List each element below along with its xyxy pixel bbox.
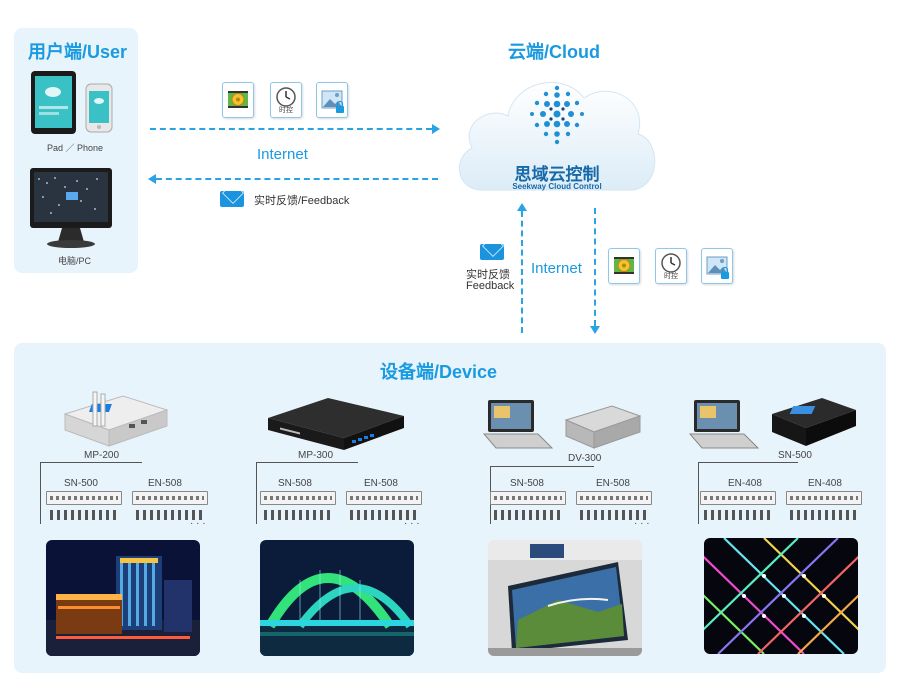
pc-label: 电脑/PC xyxy=(58,256,92,266)
ellipsis: · · · xyxy=(634,518,650,529)
right-box xyxy=(132,491,208,505)
film-reel-icon-v xyxy=(608,248,640,284)
tablet-phone-image xyxy=(31,71,113,134)
left-box xyxy=(490,491,566,505)
cloud-title: 云端/Cloud xyxy=(508,42,600,62)
timer-caption-v: 时控 xyxy=(664,273,678,280)
mail-icon xyxy=(220,191,244,207)
user-title: 用户端/User xyxy=(28,42,128,62)
scene-photo-videowall xyxy=(488,540,642,656)
right-box-label: EN-408 xyxy=(808,478,842,489)
pad-phone-label: Pad ／ Phone xyxy=(47,143,104,153)
right-box-label: EN-508 xyxy=(364,478,398,489)
internet-line-to-cloud xyxy=(150,128,432,130)
feedback-line-to-cloud xyxy=(521,211,523,333)
controller-label: SN-500 xyxy=(778,450,812,461)
dv300-controller-image xyxy=(564,405,642,449)
controller-label: DV-300 xyxy=(568,453,602,464)
cloud-brand-en: Seekway Cloud Control xyxy=(512,182,602,191)
internet-line-to-device xyxy=(594,208,596,326)
arrow-left-icon xyxy=(148,174,156,184)
cloud-brand-cn: 思域云控制 xyxy=(514,165,600,184)
locked-image-icon-v xyxy=(701,248,733,284)
feedback-label-h: 实时反馈/Feedback xyxy=(254,195,350,207)
left-box-label: SN-500 xyxy=(64,478,98,489)
left-box xyxy=(46,491,122,505)
ellipsis: · · · xyxy=(404,518,420,529)
light-fixtures xyxy=(704,510,772,520)
arrow-up-icon xyxy=(517,203,527,211)
timer-caption: 时控 xyxy=(279,107,293,114)
device-group-4: SN-500 EN-408 EN-408 xyxy=(684,390,874,660)
mail-icon-v xyxy=(480,244,504,260)
controller-label: MP-300 xyxy=(298,450,334,461)
left-box-label: SN-508 xyxy=(510,478,544,489)
feedback-label-v-en: Feedback xyxy=(466,280,515,292)
feedback-label-v-cn: 实时反馈 xyxy=(466,269,510,281)
cloud-dot-logo-icon xyxy=(530,85,584,145)
light-fixtures xyxy=(264,510,332,520)
device-title: 设备端/Device xyxy=(380,362,498,382)
internet-label-v: Internet xyxy=(531,260,582,277)
arrow-right-icon xyxy=(432,124,440,134)
left-box xyxy=(700,491,776,505)
scene-photo-bridge xyxy=(260,540,414,656)
right-box xyxy=(346,491,422,505)
locked-image-icon xyxy=(316,82,348,118)
light-fixtures xyxy=(580,510,646,520)
laptop-image-2 xyxy=(688,400,760,449)
ellipsis: · · · xyxy=(190,518,206,529)
device-group-1: MP-200 SN-500 EN-508 · · · xyxy=(34,390,224,660)
cloud-graphic: 思域云控制 Seekway Cloud Control xyxy=(452,58,662,198)
laptop-image xyxy=(482,400,554,449)
left-box-label: SN-508 xyxy=(278,478,312,489)
right-box-label: EN-508 xyxy=(148,478,182,489)
clock-timer-icon: 时控 xyxy=(270,82,302,118)
film-reel-icon xyxy=(222,82,254,118)
sn500-controller-image xyxy=(772,398,856,446)
light-fixtures xyxy=(50,510,118,520)
right-box-label: EN-508 xyxy=(596,478,630,489)
left-box-label: EN-408 xyxy=(728,478,762,489)
right-box xyxy=(786,491,862,505)
light-fixtures xyxy=(136,510,202,520)
right-box xyxy=(576,491,652,505)
wire xyxy=(40,462,142,524)
light-fixtures xyxy=(350,510,416,520)
mp300-controller-image xyxy=(268,398,404,450)
controller-label: MP-200 xyxy=(84,450,120,461)
device-group-2: MP-300 SN-508 EN-508 · · · xyxy=(248,390,438,660)
mp200-controller-image xyxy=(63,391,169,447)
feedback-line-to-user xyxy=(156,178,438,180)
device-group-3: DV-300 SN-508 EN-508 · · · xyxy=(476,390,666,660)
wire xyxy=(256,462,358,524)
pc-monitor-image xyxy=(30,168,112,248)
light-fixtures xyxy=(790,510,856,520)
scene-photo-building xyxy=(46,540,200,656)
scene-photo-mesh xyxy=(704,538,858,654)
light-fixtures xyxy=(494,510,562,520)
clock-timer-icon-v: 时控 xyxy=(655,248,687,284)
internet-label-h: Internet xyxy=(257,146,308,163)
arrow-down-icon xyxy=(590,326,600,334)
wire xyxy=(698,462,798,524)
left-box xyxy=(260,491,336,505)
